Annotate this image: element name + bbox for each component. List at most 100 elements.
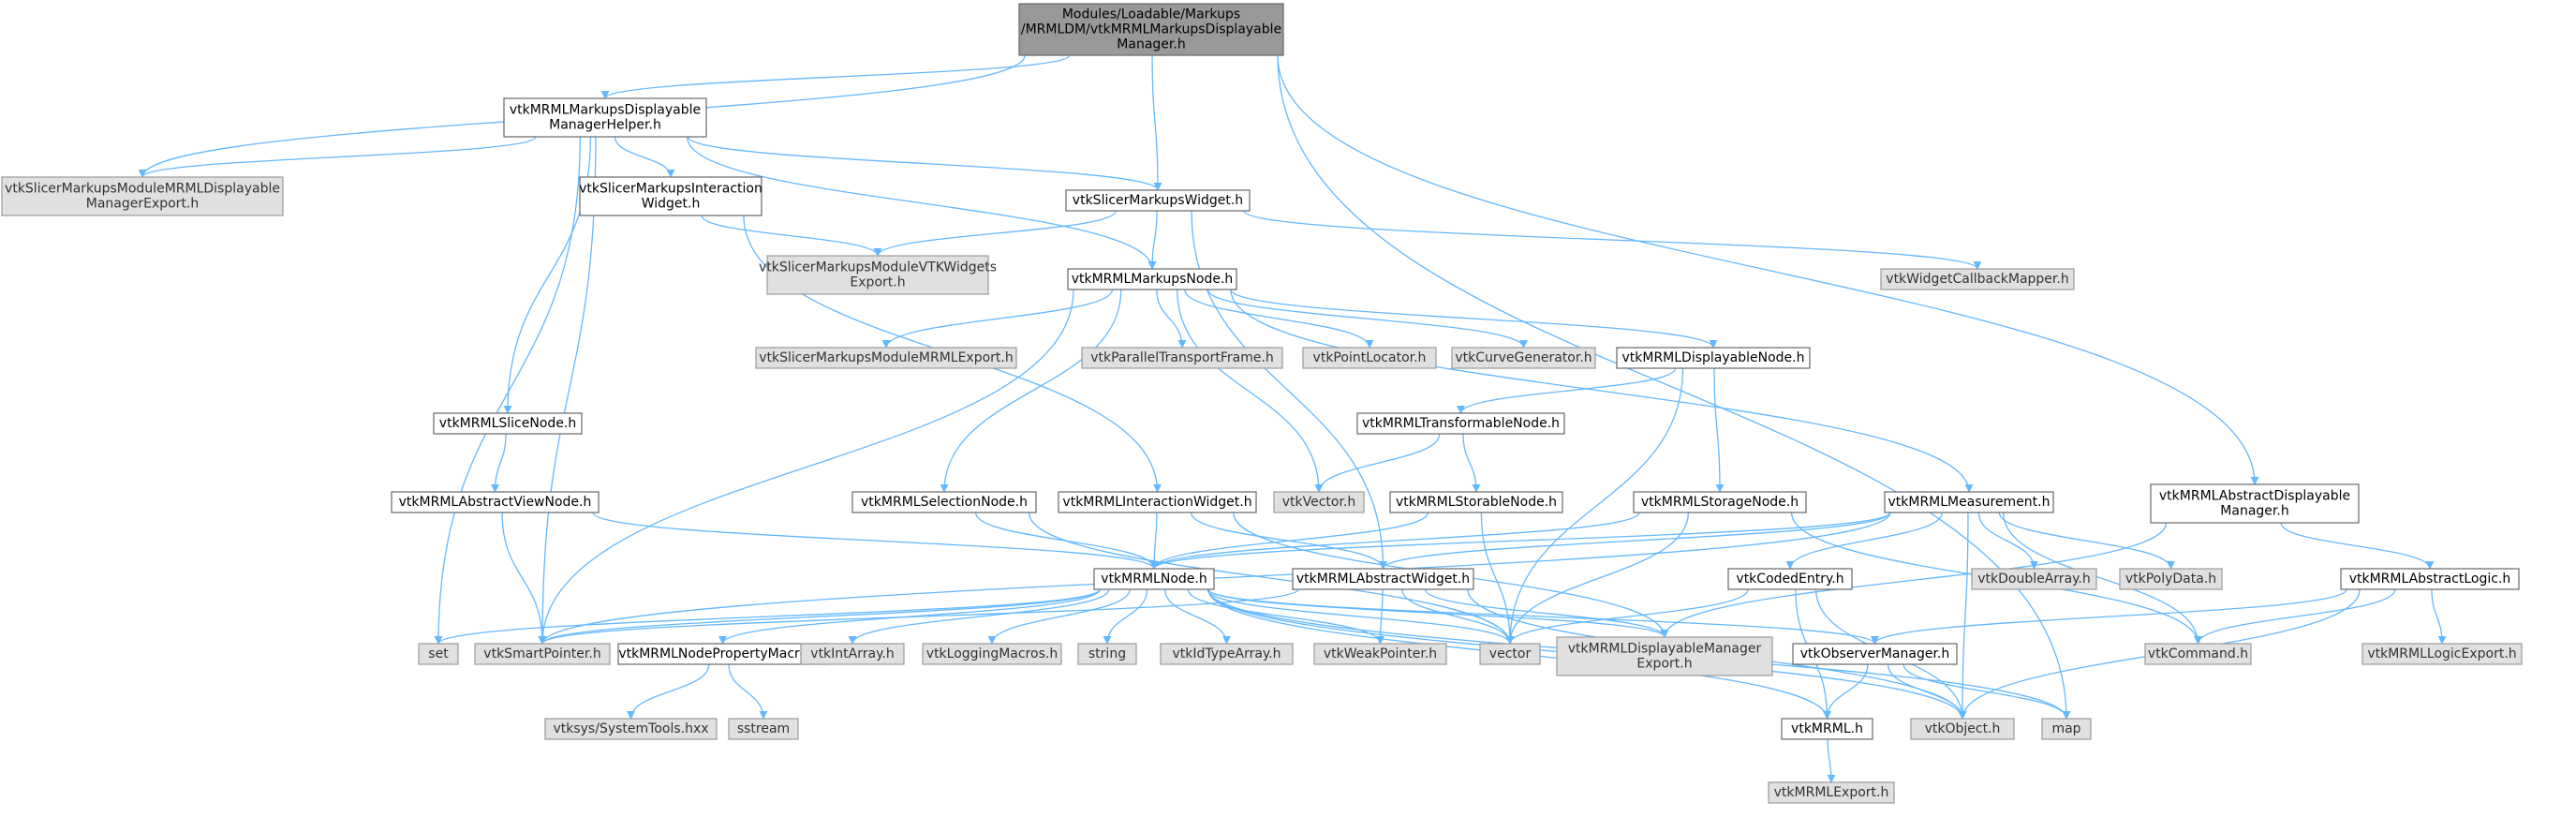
edge-line — [1887, 663, 1967, 720]
node-observerManager[interactable]: vtkObserverManager.h — [1792, 643, 1958, 665]
edge-line — [1424, 588, 1669, 638]
node-abstractLogic[interactable]: vtkMRMLAbstractLogic.h — [2340, 568, 2520, 590]
edge-line — [1977, 512, 2038, 570]
edge-mrmlNode-to-observerManager — [1207, 588, 1879, 645]
edge-abstractWidget-to-dispMgrExport — [1424, 588, 1669, 638]
node-mrmlNode[interactable]: vtkMRMLNode.h — [1093, 568, 1215, 590]
edge-markupsWidget-to-vtkWidgetsExport — [873, 210, 1117, 257]
edge-line — [1184, 289, 1374, 349]
node-vtkMRML[interactable]: vtkMRML.h — [1781, 718, 1873, 740]
node-label: vtkLoggingMacros.h — [926, 646, 1058, 661]
edge-line — [1379, 512, 1891, 570]
edge-line — [1505, 588, 1749, 645]
edge-line — [1871, 588, 2347, 645]
edge-codedEntry-to-vector — [1505, 588, 1749, 645]
node-weakPointer: vtkWeakPointer.h — [1313, 643, 1447, 665]
node-label: Export.h — [1636, 657, 1692, 672]
node-box — [1910, 718, 2015, 740]
node-measurement[interactable]: vtkMRMLMeasurement.h — [1884, 491, 2054, 513]
node-box — [418, 643, 459, 665]
node-idTypeArray: vtkIdTypeArray.h — [1160, 643, 1294, 665]
node-loggingMacros: vtkLoggingMacros.h — [922, 643, 1062, 665]
node-interactionWidgetMRML[interactable]: vtkMRMLInteractionWidget.h — [1058, 491, 1257, 513]
edge-line — [1151, 54, 1162, 191]
edge-line — [1230, 289, 1974, 493]
edge-measurement-to-abstractWidget — [1379, 512, 1891, 570]
node-label: vtkMRMLNodePropertyMacros.h — [618, 646, 826, 661]
node-set: set — [418, 643, 459, 665]
node-widgetCallback: vtkWidgetCallbackMapper.h — [1880, 268, 2075, 290]
edge-transformableNode-to-storableNode — [1462, 433, 1481, 493]
node-storableNode[interactable]: vtkMRMLStorableNode.h — [1389, 491, 1563, 513]
edge-mrmlNode-to-loggingMacros — [987, 588, 1131, 645]
node-box — [503, 97, 707, 138]
node-smartPointer: vtkSmartPointer.h — [474, 643, 611, 665]
edge-abstractDispMgr-to-dispMgrExport — [1660, 522, 2168, 638]
node-label: Manager.h — [1117, 37, 1185, 52]
edge-observerManager-to-vtkObject — [1887, 663, 1967, 720]
node-label: vtkObserverManager.h — [1800, 646, 1950, 661]
node-sliceNode[interactable]: vtkMRMLSliceNode.h — [433, 412, 583, 435]
edge-line — [1902, 663, 2071, 720]
node-polyData: vtkPolyData.h — [2119, 568, 2223, 590]
node-label: vtkMRMLNode.h — [1101, 572, 1207, 587]
edge-mrmlNode-to-smartPointer — [538, 588, 1101, 645]
node-doubleArray: vtkDoubleArray.h — [1971, 568, 2097, 590]
edge-markupsWidget-to-abstractWidget — [1191, 210, 1387, 570]
node-selectionNode[interactable]: vtkMRMLSelectionNode.h — [851, 491, 1037, 513]
node-markupsNode[interactable]: vtkMRMLMarkupsNode.h — [1067, 268, 1237, 290]
node-label: Manager.h — [2220, 504, 2288, 519]
node-label: vtkVector.h — [1282, 495, 1356, 510]
edge-mrmlNode-to-intArray — [848, 588, 1110, 645]
edge-line — [1314, 433, 1441, 493]
edge-line — [2194, 588, 2396, 645]
node-vtkVector: vtkVector.h — [1273, 491, 1365, 513]
node-label: vtkSmartPointer.h — [483, 646, 600, 661]
node-storageNode[interactable]: vtkMRMLStorageNode.h — [1633, 491, 1807, 513]
node-label: vtksys/SystemTools.hxx — [553, 721, 708, 736]
node-box — [1292, 568, 1474, 590]
edge-line — [1207, 588, 1515, 645]
node-label: vtkIntArray.h — [810, 646, 894, 661]
edge-line — [1177, 289, 1324, 493]
node-codedEntry[interactable]: vtkCodedEntry.h — [1727, 568, 1853, 590]
node-label: map — [2051, 721, 2080, 736]
node-mrmlExport: vtkSlicerMarkupsModuleMRMLExport.h — [755, 347, 1017, 369]
node-box — [391, 491, 600, 513]
edge-observerManager-to-map — [1902, 663, 2071, 720]
edge-markupsNode-to-curveGenerator — [1207, 289, 1528, 349]
node-box — [1077, 643, 1137, 665]
node-map: map — [2041, 718, 2092, 740]
node-box — [1065, 189, 1251, 212]
edge-line — [1785, 512, 1943, 570]
edge-helper-to-markupsNode — [686, 136, 1157, 270]
node-box — [1971, 568, 2097, 590]
node-vector: vector — [1479, 643, 1541, 665]
node-label: ManagerExport.h — [86, 197, 200, 212]
node-propertyMacros[interactable]: vtkMRMLNodePropertyMacros.h — [617, 643, 828, 665]
node-transformableNode[interactable]: vtkMRMLTransformableNode.h — [1356, 412, 1565, 435]
node-label: vtkSlicerMarkupsModuleVTKWidgets — [759, 260, 997, 275]
node-label: /MRMLDM/vtkMRMLMarkupsDisplayable — [1021, 22, 1281, 37]
edge-root-to-markupsWidget — [1151, 54, 1162, 191]
node-box — [1633, 491, 1807, 513]
edge-line — [600, 54, 1071, 99]
edge-line — [538, 136, 597, 645]
node-abstractWidget[interactable]: vtkMRMLAbstractWidget.h — [1292, 568, 1474, 590]
edge-markupsNode-to-mrmlExport — [881, 289, 1114, 349]
edge-line — [1187, 588, 1384, 645]
node-abstractViewNode[interactable]: vtkMRMLAbstractViewNode.h — [391, 491, 600, 513]
node-box — [728, 718, 799, 740]
edge-line — [873, 210, 1117, 257]
edge-line — [1163, 588, 1231, 645]
node-markupsWidget[interactable]: vtkSlicerMarkupsWidget.h — [1065, 189, 1251, 212]
node-box — [474, 643, 611, 665]
edge-markupsWidget-to-markupsNode — [1147, 210, 1158, 270]
edge-root-to-helper — [600, 54, 1071, 99]
node-root[interactable]: Modules/Loadable/Markups/MRMLDM/vtkMRMLM… — [1018, 3, 1284, 56]
node-displayableNode[interactable]: vtkMRMLDisplayableNode.h — [1616, 347, 1811, 369]
